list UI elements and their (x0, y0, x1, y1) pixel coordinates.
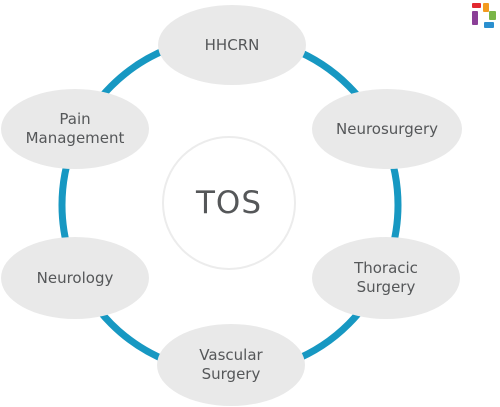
node-hhcrn: HHCRN (158, 5, 306, 85)
center-node-tos: TOS (162, 136, 296, 270)
logo-piece-purple (472, 11, 478, 25)
node-thoracic-surgery: Thoracic Surgery (312, 237, 460, 319)
node-neurology: Neurology (1, 237, 149, 319)
logo-piece-red (472, 3, 481, 8)
logo-piece-orange (483, 3, 489, 12)
node-vascular-surgery: Vascular Surgery (157, 324, 305, 406)
multicolor-puzzle-logo-icon (472, 3, 496, 28)
node-pain-management: Pain Management (1, 89, 149, 169)
node-neurosurgery: Neurosurgery (312, 89, 462, 169)
logo-piece-green (489, 11, 496, 20)
logo-piece-blue (484, 22, 494, 28)
